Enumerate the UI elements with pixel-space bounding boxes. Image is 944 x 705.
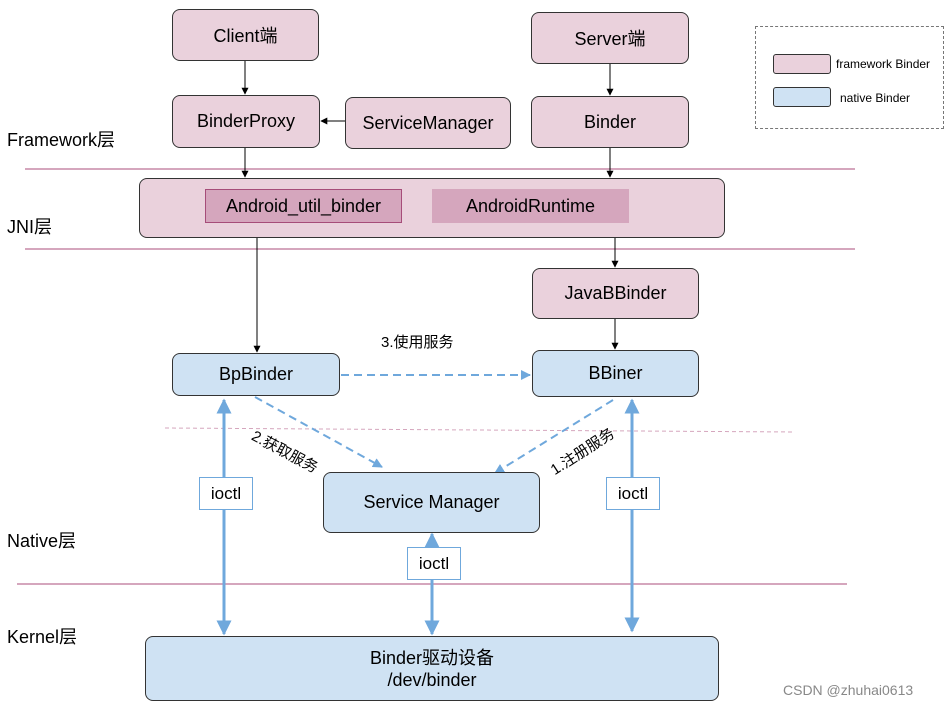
binder-driver-path: /dev/binder <box>387 669 477 690</box>
android-runtime-label: AndroidRuntime <box>465 195 596 216</box>
server-label: Server端 <box>574 29 646 49</box>
binder-driver-title: Binder驱动设备 <box>369 647 495 668</box>
binder-label: Binder <box>583 111 637 132</box>
legend-swatch-framework <box>773 54 831 74</box>
bbiner-box[interactable]: BBiner <box>532 350 699 397</box>
legend-label-framework: framework Binder <box>836 57 931 71</box>
binder-driver-box[interactable]: Binder驱动设备 /dev/binder <box>145 636 719 701</box>
watermark: CSDN @zhuhai0613 <box>783 682 914 698</box>
arrow-register-service <box>494 399 614 474</box>
service-manager-framework-label: ServiceManager <box>362 112 494 133</box>
android-util-binder-label: Android_util_binder <box>225 195 382 216</box>
legend-label-native: native Binder <box>840 91 911 105</box>
use-service-label: 3.使用服务 <box>381 334 454 351</box>
bp-binder-label: BpBinder <box>218 364 294 384</box>
binder-proxy-box[interactable]: BinderProxy <box>172 95 320 148</box>
service-manager-native-label: Service Manager <box>363 492 500 512</box>
binder-proxy-label: BinderProxy <box>196 111 296 131</box>
layer-label-jni: JNI层 <box>7 217 52 237</box>
arrow-get-service <box>254 396 383 468</box>
android-runtime-box[interactable]: AndroidRuntime <box>432 189 629 223</box>
java-bbinder-box[interactable]: JavaBBinder <box>532 268 699 319</box>
ioctl-left-label: ioctl <box>199 477 253 510</box>
service-manager-native-box[interactable]: Service Manager <box>323 472 540 533</box>
bbiner-label: BBiner <box>588 363 643 383</box>
ioctl-middle-label: ioctl <box>407 547 461 580</box>
layer-label-native: Native层 <box>7 531 77 551</box>
server-box[interactable]: Server端 <box>531 12 689 64</box>
bp-binder-box[interactable]: BpBinder <box>172 353 340 396</box>
binder-box[interactable]: Binder <box>531 96 689 148</box>
legend-swatch-native <box>773 87 831 107</box>
client-label: Client端 <box>213 26 278 46</box>
separator-native-dashed <box>164 427 796 433</box>
ioctl-right-label: ioctl <box>606 477 660 510</box>
legend <box>755 26 944 129</box>
java-bbinder-label: JavaBBinder <box>564 283 667 303</box>
client-box[interactable]: Client端 <box>172 9 319 61</box>
layer-label-framework: Framework层 <box>7 130 116 150</box>
service-manager-framework-box[interactable]: ServiceManager <box>345 97 511 149</box>
android-util-binder-box[interactable]: Android_util_binder <box>205 189 402 223</box>
layer-label-kernel: Kernel层 <box>7 627 78 647</box>
